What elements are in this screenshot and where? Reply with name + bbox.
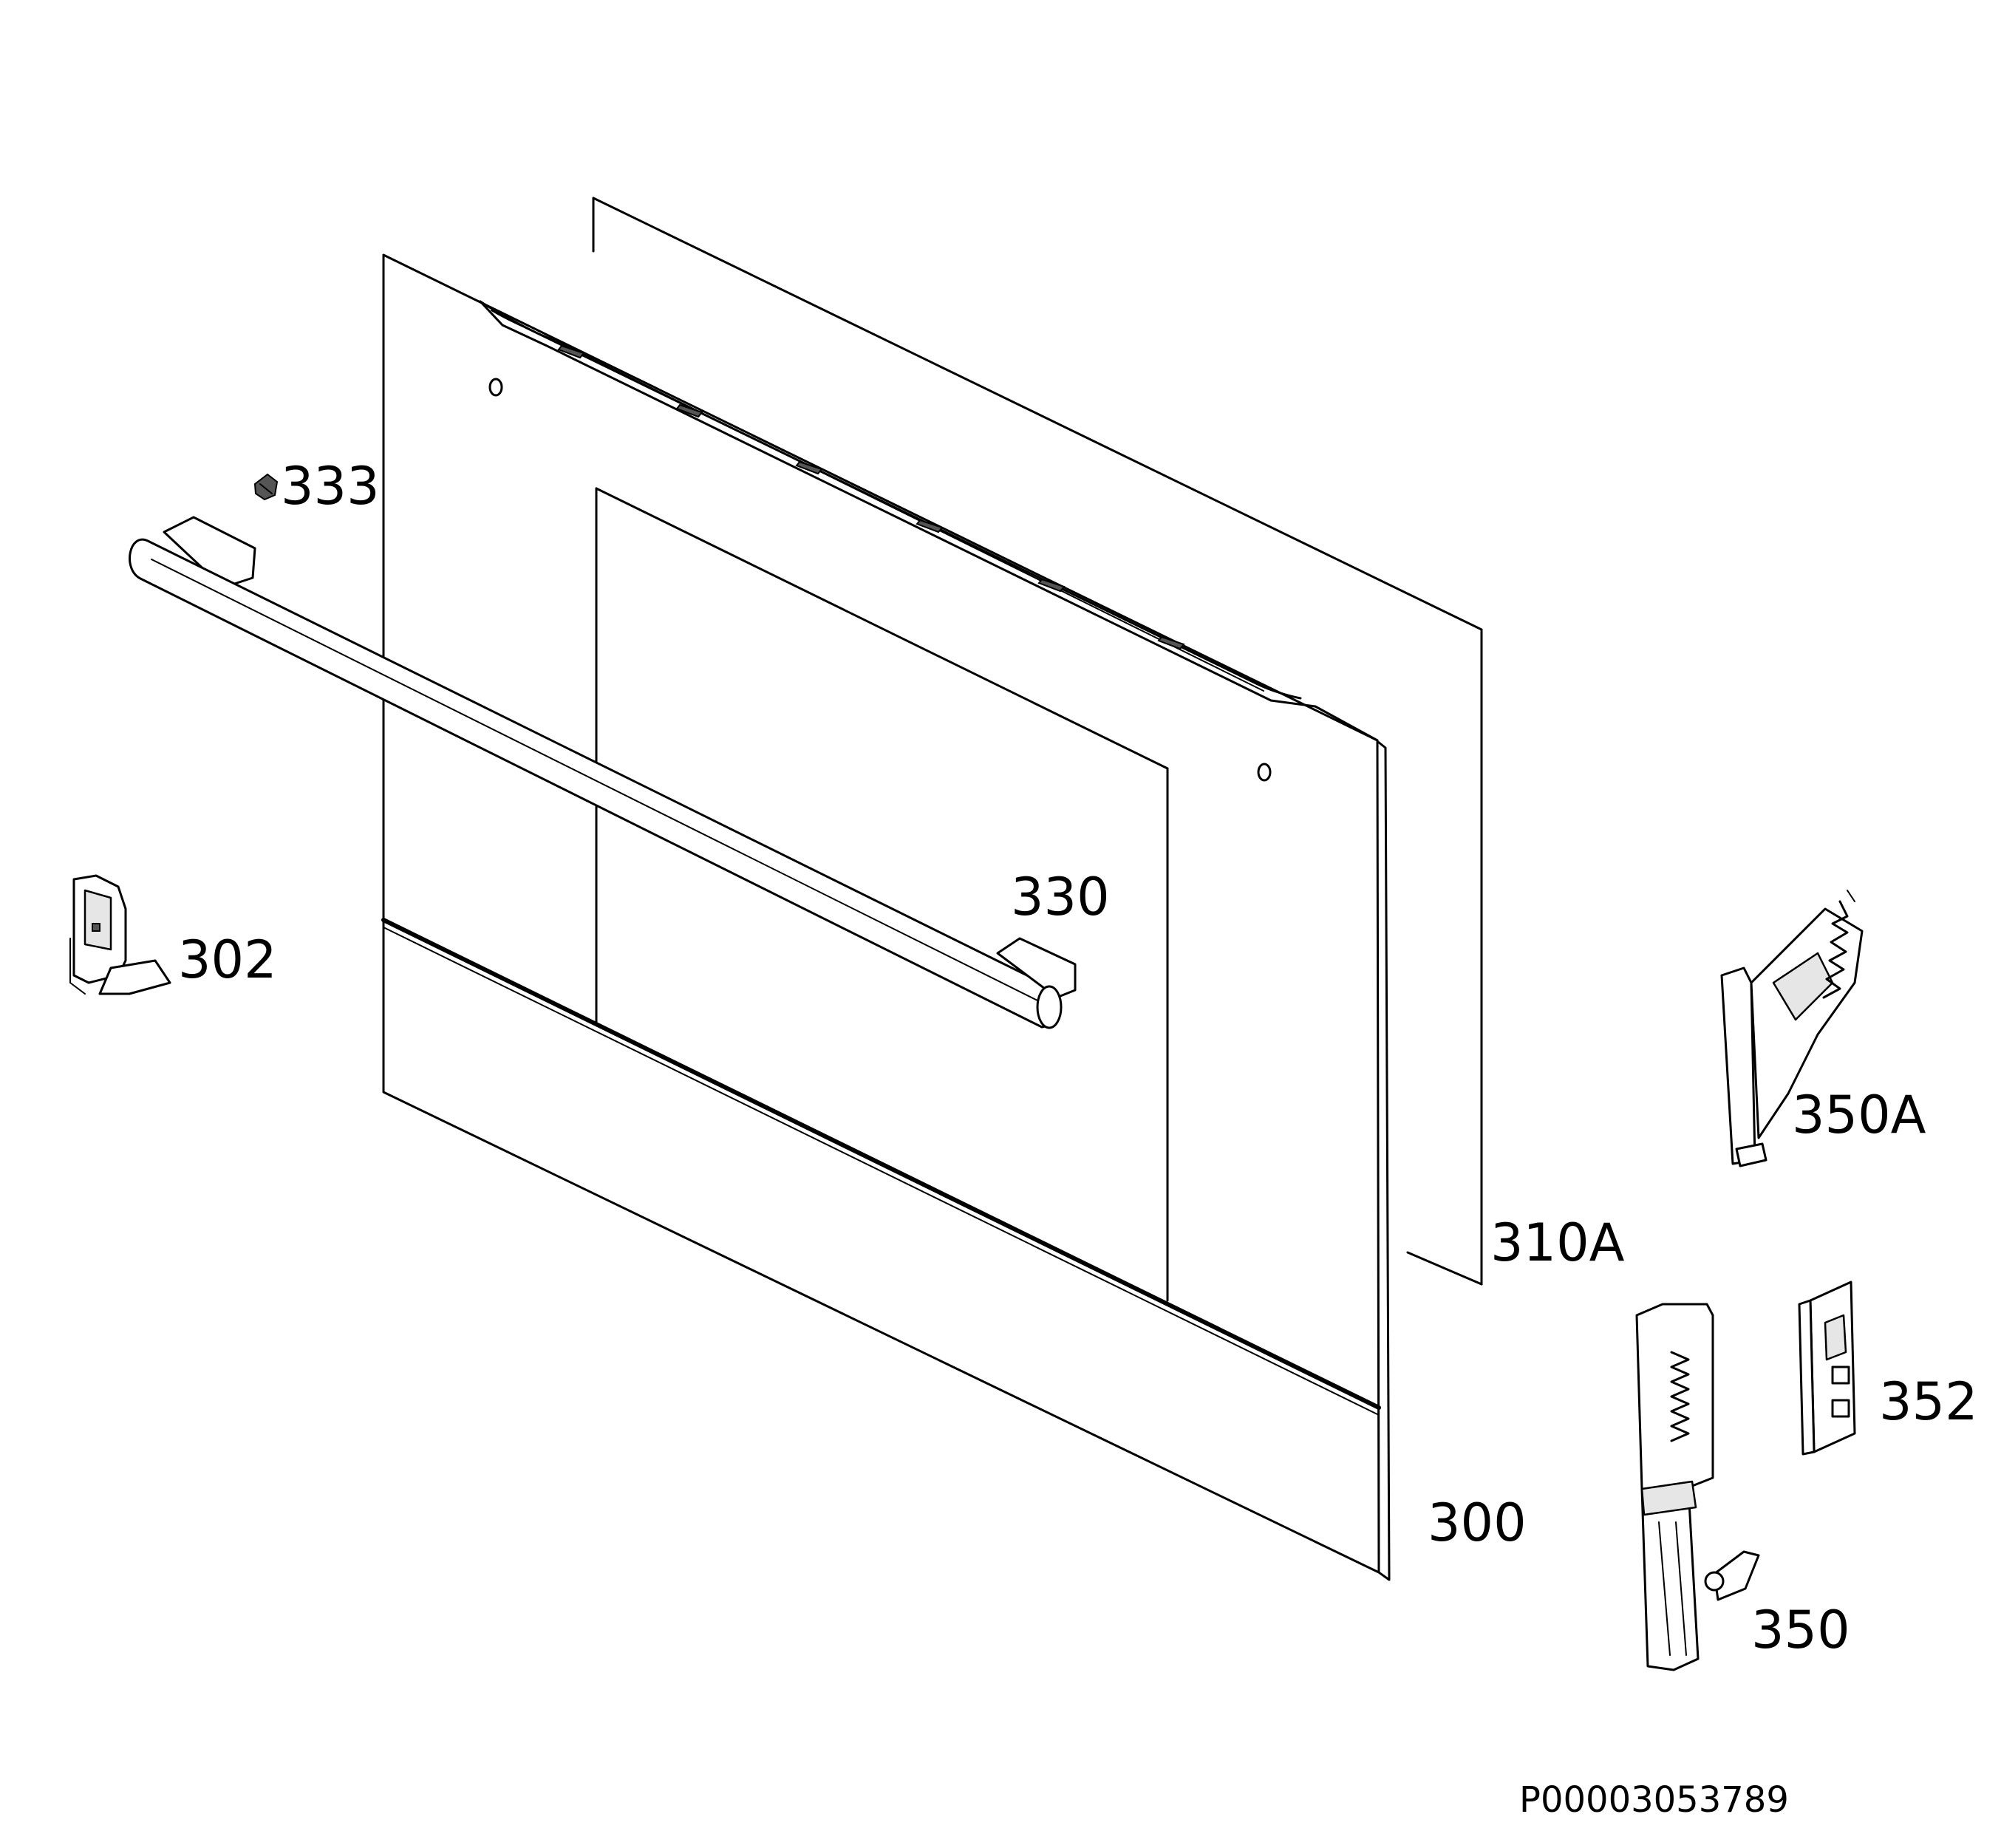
hinge-350a[interactable] (1720, 890, 1864, 1167)
label-300: 300 (1428, 1493, 1527, 1553)
handle-330[interactable] (129, 516, 1077, 1029)
hinge-350[interactable] (1635, 1303, 1760, 1671)
drawing-code: P00003053789 (1519, 1779, 1789, 1821)
label-333: 333 (281, 456, 380, 516)
label-350a: 350A (1792, 1085, 1926, 1145)
label-330: 330 (1011, 867, 1110, 927)
label-310a: 310A (1490, 1213, 1625, 1273)
label-350: 350 (1751, 1600, 1850, 1660)
hinge-receiver-352[interactable] (1798, 1281, 1856, 1456)
label-302: 302 (178, 930, 277, 990)
glass-panel-310a[interactable] (592, 197, 1483, 1286)
label-352: 352 (1879, 1371, 1978, 1432)
screw-333[interactable] (253, 473, 279, 501)
door-catch-302[interactable] (69, 874, 171, 995)
